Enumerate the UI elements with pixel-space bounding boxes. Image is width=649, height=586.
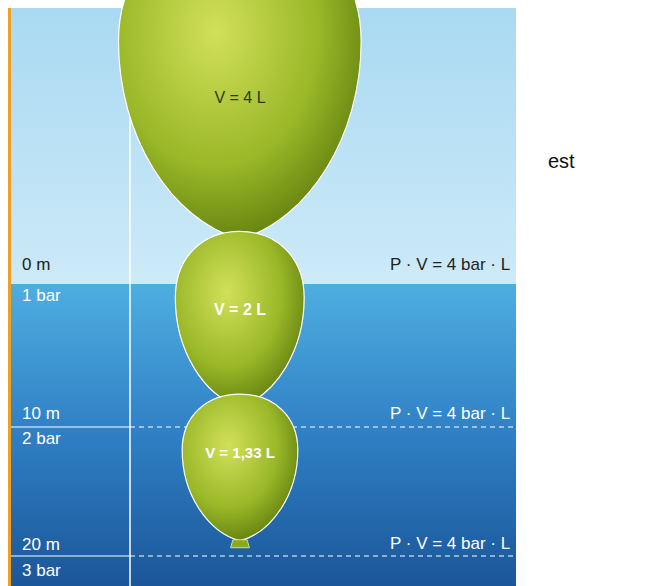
balloon-shape: [174, 230, 306, 420]
balloon: V = 2 L: [174, 230, 306, 420]
pressure-label: 2 bar: [22, 429, 61, 449]
balloon: V = 1,33 L: [181, 393, 299, 552]
balloon: V = 4 L: [116, 0, 364, 264]
volume-label: V = 4 L: [116, 88, 364, 107]
balloon-shape: [116, 0, 364, 264]
pressure-label: 3 bar: [22, 561, 61, 581]
formula-label: P · V = 4 bar · L: [390, 534, 510, 554]
volume-label: V = 1,33 L: [181, 444, 299, 462]
depth-label: 0 m: [22, 255, 50, 275]
volume-label: V = 2 L: [174, 300, 306, 319]
formula-label: P · V = 4 bar · L: [390, 404, 510, 424]
formula-label: P · V = 4 bar · L: [390, 255, 510, 275]
depth-label: 20 m: [22, 535, 60, 555]
depth-label: 10 m: [22, 404, 60, 424]
balloon-shape: [181, 393, 299, 552]
pressure-label: 1 bar: [22, 286, 61, 306]
text-fragment: est: [548, 150, 575, 173]
